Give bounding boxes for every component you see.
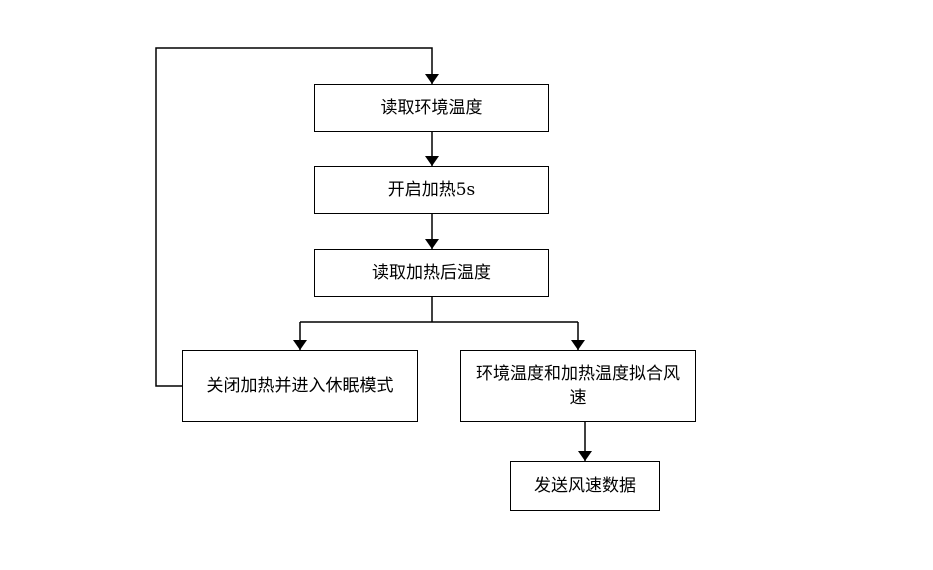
step-sleep-label: 关闭加热并进入休眠模式 [206,376,394,396]
step-read-heated-temp-label: 读取加热后温度 [372,263,491,283]
split-trunk-connector [300,297,578,323]
loop-back-connector [155,47,439,387]
step-sleep: 关闭加热并进入休眠模式 [182,350,418,422]
step-send-data-label: 发送风速数据 [534,476,636,496]
step-heat-on: 开启加热5s [314,166,549,214]
step-heat-on-label: 开启加热5s [387,180,476,200]
step-fit-wind-speed: 环境温度和加热温度拟合风速 [460,350,696,422]
step-read-env-temp-label: 读取环境温度 [380,98,483,118]
step-read-heated-temp: 读取加热后温度 [314,249,549,297]
step-read-env-temp: 读取环境温度 [314,84,549,132]
step-fit-wind-speed-label: 环境温度和加热温度拟合风速 [476,364,680,408]
step-send-data: 发送风速数据 [510,461,660,511]
